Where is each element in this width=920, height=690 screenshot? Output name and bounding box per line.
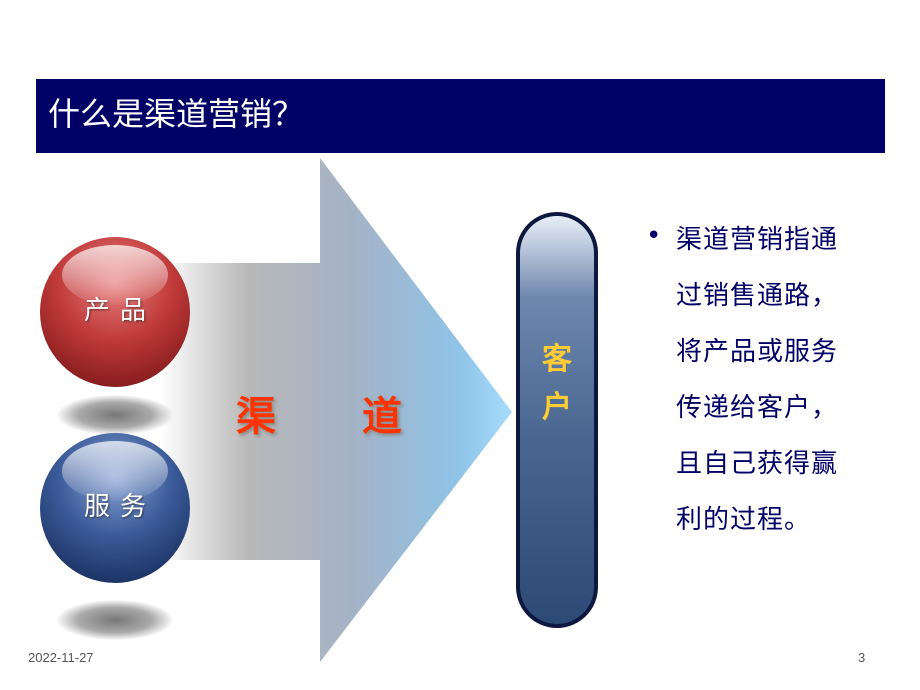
- slide-title: 什么是渠道营销？: [48, 95, 305, 133]
- service-sphere: 服务: [40, 433, 190, 583]
- bullet-line-3: 将产品或服务: [676, 337, 839, 367]
- service-label: 服务: [83, 492, 156, 522]
- sphere-highlight: [62, 245, 168, 305]
- sphere-highlight: [62, 441, 168, 501]
- bullet-line-1: 渠道营销指通: [676, 225, 839, 255]
- product-sphere: 产品: [40, 237, 190, 387]
- arrow-shape: [160, 158, 512, 662]
- customer-char-2: 户: [542, 390, 572, 425]
- title-bar: 什么是渠道营销？: [36, 79, 885, 153]
- customer-pill: 客 户: [516, 212, 598, 628]
- product-label: 产品: [83, 296, 156, 326]
- service-shadow: [57, 600, 173, 640]
- bullet-line-5: 且自己获得赢: [676, 449, 839, 479]
- channel-text-left: 渠: [236, 394, 276, 440]
- customer-pill-inner: 客 户: [520, 216, 594, 624]
- bullet-marker: •: [646, 221, 662, 251]
- bullet-line-2: 过销售通路，: [676, 281, 839, 311]
- page-number: 3: [858, 650, 866, 665]
- product-shadow: [57, 395, 173, 435]
- channel-text-right: 道: [362, 394, 402, 440]
- footer-date: 2022-11-27: [28, 650, 94, 665]
- bullet-line-4: 传递给客户，: [676, 393, 839, 423]
- customer-char-1: 客: [542, 342, 572, 377]
- bullet-line-6: 利的过程。: [676, 505, 812, 535]
